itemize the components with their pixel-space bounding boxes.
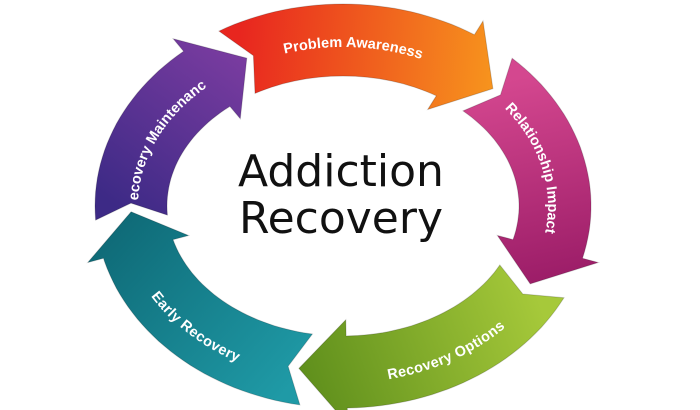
problem-awareness-arrow <box>218 3 494 111</box>
relationship-impact-arrow <box>461 57 600 285</box>
recovery-maintenance-arrow <box>94 37 248 221</box>
cycle-arrows <box>86 3 600 410</box>
center-title-line-1: Addiction <box>238 146 444 197</box>
early-recovery-arrow <box>86 211 314 406</box>
recovery-options-arrow <box>298 264 565 410</box>
center-title-line-2: Recovery <box>239 193 443 244</box>
